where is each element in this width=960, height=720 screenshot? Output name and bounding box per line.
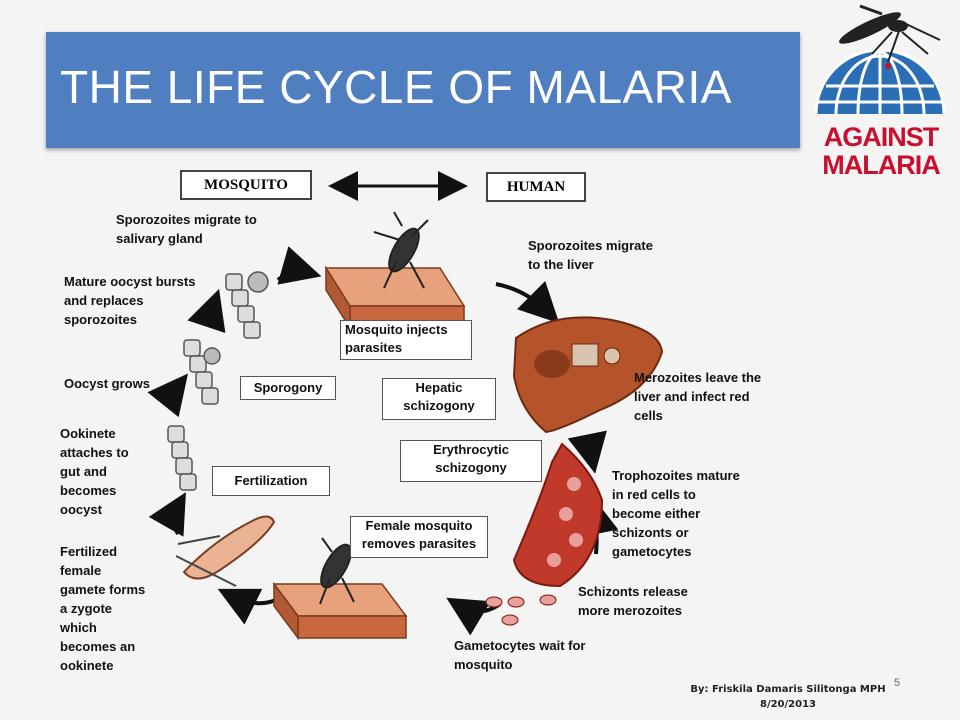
skin-tissue-top — [324, 265, 466, 331]
logo-globe-icon — [814, 48, 946, 115]
liver — [512, 316, 664, 434]
label-sporozoites-liver: Sporozoites migrate to the liver — [528, 238, 653, 272]
box-sporogony: Sporogony — [240, 376, 336, 400]
header-mosquito: MOSQUITO — [180, 170, 312, 200]
label-merozoites-leave: Merozoites leave the liver and infect re… — [634, 370, 762, 423]
box-fertilization: Fertilization — [212, 466, 330, 496]
logo-mosquito-icon — [839, 4, 941, 69]
label-gametocytes: Gametocytes wait for mosquito — [454, 638, 586, 672]
blood-vessel — [512, 442, 604, 588]
page-title: THE LIFE CYCLE OF MALARIA — [60, 61, 732, 113]
box-erythrocytic: Erythrocytic schizogony — [400, 440, 542, 482]
label-schizonts: Schizonts release more merozoites — [578, 584, 688, 618]
title-bar — [46, 32, 800, 148]
skin-tissue-bottom — [272, 581, 408, 641]
label-sporozoites-salivary: Sporozoites migrate to salivary gland — [116, 212, 257, 246]
gametocyte-cells — [485, 594, 557, 626]
mosquito-gut — [175, 515, 276, 587]
label-ookinete: Ookinete attaches to gut and becomes ooc… — [60, 426, 129, 517]
label-fertilized: Fertilized female gamete forms a zygote … — [60, 544, 146, 673]
mosquito-feeding-bottom — [319, 537, 355, 605]
header-human: HUMAN — [486, 172, 586, 202]
label-oocyst-bursts: Mature oocyst bursts and replaces sporoz… — [64, 274, 196, 327]
mosquito-feeding-top — [373, 211, 429, 289]
logo-text-against: AGAINST — [823, 122, 940, 152]
credit-date: 8/20/2013 — [759, 699, 816, 710]
slide-number: 5 — [894, 677, 901, 689]
oocyst-cells — [167, 271, 269, 491]
box-female-mosquito: Female mosquito removes parasites — [350, 516, 488, 558]
label-oocyst-grows: Oocyst grows — [64, 376, 150, 391]
label-trophozoites: Trophozoites mature in red cells to beco… — [612, 468, 740, 559]
logo-text-malaria: MALARIA — [822, 150, 940, 180]
box-hepatic: Hepatic schizogony — [382, 378, 496, 420]
author-credit: By: Friskila Damaris Silitonga MPH — [690, 684, 886, 695]
against-malaria-logo — [800, 4, 960, 194]
box-mosquito-injects: Mosquito injects parasites — [340, 320, 472, 360]
